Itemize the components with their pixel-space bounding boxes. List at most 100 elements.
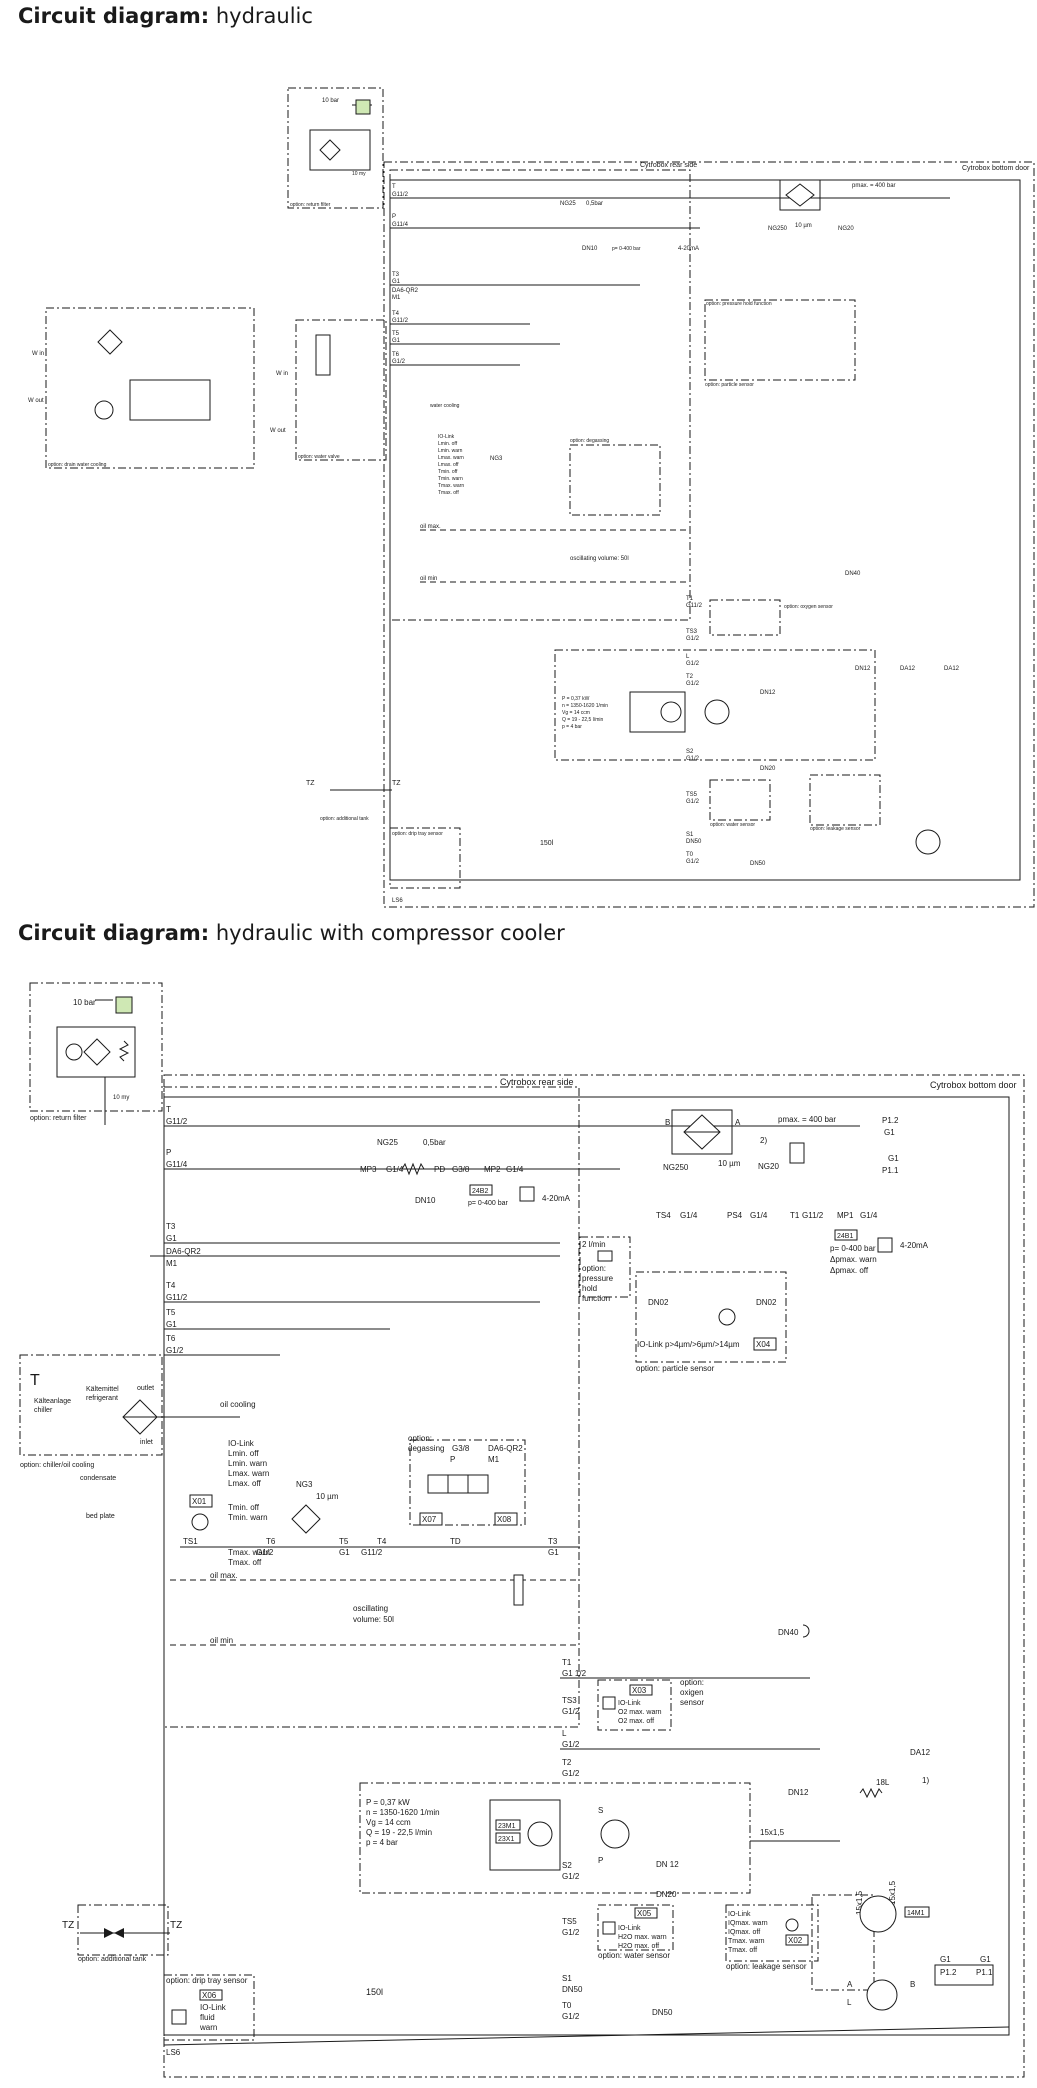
svg-text:150l: 150l: [540, 840, 554, 847]
svg-text:Lmax. off: Lmax. off: [228, 1479, 262, 1488]
main-pump-icon: [915, 829, 941, 855]
directional-valve-icon: [427, 1474, 489, 1494]
svg-text:DN10: DN10: [415, 1196, 436, 1205]
svg-text:T0: T0: [686, 852, 694, 858]
svg-text:option: leakage sensor: option: leakage sensor: [810, 826, 861, 832]
svg-text:G1/2: G1/2: [392, 359, 406, 365]
svg-text:chiller: chiller: [34, 1407, 53, 1414]
svg-text:G3/8: G3/8: [452, 1165, 470, 1174]
filter-icon: [785, 183, 815, 207]
right-ports: T1 G11/2 TS3 G1/2 L G1/2 T2 G1/2 S2 G1/2…: [686, 596, 703, 865]
svg-text:p= 0-400 bar: p= 0-400 bar: [468, 1200, 509, 1207]
oxygen-sensor-icon: [602, 1696, 616, 1710]
svg-text:T3: T3: [392, 272, 400, 278]
svg-text:G1: G1: [888, 1154, 899, 1163]
ng3-label: NG3: [490, 456, 503, 462]
svg-text:G1: G1: [392, 338, 401, 344]
svg-text:option: water sensor: option: water sensor: [710, 822, 755, 828]
sensor-icon: [355, 99, 371, 115]
top-manifold: NG25 0,5bar MP3 G1/4 PD G3/8 MP2 G1/4 DN…: [360, 1138, 878, 1220]
svg-text:PD: PD: [434, 1165, 445, 1174]
svg-text:pressure: pressure: [582, 1274, 614, 1283]
lower-ports: TS1 T6 G1/2 T5 G1 T4 G11/2 T3 G1 TD: [183, 1537, 559, 1557]
svg-text:B: B: [665, 1118, 670, 1127]
svg-text:T5: T5: [392, 331, 400, 337]
check-valve-spring-icon: [401, 1162, 425, 1176]
svg-text:T5: T5: [166, 1308, 176, 1317]
svg-text:10 µm: 10 µm: [316, 1492, 339, 1501]
svg-text:M1: M1: [392, 295, 401, 301]
svg-text:G1: G1: [548, 1548, 559, 1557]
water-sensor-icon: [602, 1921, 616, 1935]
svg-text:T0: T0: [562, 2001, 572, 2010]
svg-text:PS4: PS4: [727, 1211, 743, 1220]
svg-text:n = 1350-1620 1/min: n = 1350-1620 1/min: [562, 703, 608, 709]
pump-icon: [94, 400, 114, 420]
svg-text:4-20mA: 4-20mA: [900, 1241, 929, 1250]
svg-text:DA6-QR2: DA6-QR2: [392, 288, 419, 294]
svg-text:option:: option:: [680, 1678, 704, 1687]
svg-text:G1/2: G1/2: [686, 661, 700, 667]
svg-text:option: drip tray sensor: option: drip tray sensor: [392, 831, 443, 837]
pressure-sensor-icon: [519, 1186, 535, 1202]
svg-text:Lmax. warn: Lmax. warn: [438, 455, 464, 461]
additional-tank-option: TZ TZ option: additional tank: [62, 1904, 182, 1963]
svg-text:Kältemittel: Kältemittel: [86, 1386, 119, 1393]
svg-text:X02: X02: [788, 1936, 803, 1945]
svg-text:10 µm: 10 µm: [718, 1159, 741, 1168]
svg-text:DA6-QR2: DA6-QR2: [166, 1247, 201, 1256]
svg-text:X07: X07: [422, 1515, 437, 1524]
leakage-sensor-box: [809, 774, 881, 826]
svg-text:IO-Link: IO-Link: [618, 1700, 641, 1707]
svg-text:X05: X05: [637, 1909, 652, 1918]
return-filter-caption: option: return filter: [290, 202, 331, 208]
svg-text:option: drip tray sensor: option: drip tray sensor: [166, 1976, 248, 1985]
ng3-filter: NG3 10 µm: [291, 1480, 339, 1534]
svg-text:option: water sensor: option: water sensor: [598, 1951, 670, 1960]
svg-text:DN40: DN40: [778, 1628, 799, 1637]
hydraulic-compressor-cooler-diagram: 10 bar 10 my option: return filter Cytro…: [19, 982, 1025, 2078]
svg-text:Tmin. warn: Tmin. warn: [228, 1513, 268, 1522]
svg-text:warn: warn: [199, 2023, 217, 2032]
relief-valve-icon: [789, 1142, 805, 1164]
svg-text:X04: X04: [756, 1340, 771, 1349]
svg-text:T4: T4: [166, 1281, 176, 1290]
svg-text:1): 1): [922, 1776, 929, 1785]
svg-text:TS1: TS1: [183, 1537, 198, 1546]
particle-counter-icon: [718, 1308, 736, 1326]
svg-text:Q = 19 - 22,5 l/min: Q = 19 - 22,5 l/min: [562, 717, 603, 723]
svg-text:option: particle sensor: option: particle sensor: [636, 1364, 715, 1373]
svg-text:H2O max. warn: H2O max. warn: [618, 1934, 667, 1941]
svg-text:NG20: NG20: [758, 1162, 779, 1171]
svg-text:G1/2: G1/2: [256, 1548, 274, 1557]
svg-text:DA6-QR2: DA6-QR2: [488, 1444, 523, 1453]
svg-text:DN12: DN12: [760, 690, 776, 696]
svg-text:L: L: [562, 1729, 567, 1738]
svg-text:Tmax. warn: Tmax. warn: [228, 1548, 270, 1557]
svg-text:Vg = 14 ccm: Vg = 14 ccm: [562, 710, 590, 716]
motor-pump-group: P = 0,37 kW n = 1350-1620 1/min Vg = 14 …: [359, 1782, 751, 1899]
svg-text:4-20mA: 4-20mA: [678, 246, 699, 252]
cytrobox-rear-label: Cytrobox rear side: [500, 1077, 574, 1087]
svg-text:T: T: [392, 184, 396, 190]
restrictor-spring-icon: [859, 1787, 883, 1799]
svg-text:B: B: [910, 1980, 915, 1989]
svg-text:DA12: DA12: [944, 666, 960, 672]
svg-text:oscillating: oscillating: [353, 1604, 388, 1613]
degassing-option-box: [569, 444, 661, 516]
svg-text:NG3: NG3: [296, 1480, 313, 1489]
svg-text:P: P: [166, 1148, 171, 1157]
svg-text:G1/2: G1/2: [562, 1928, 580, 1937]
svg-text:G1/2: G1/2: [686, 636, 700, 642]
svg-text:Tmax. off: Tmax. off: [228, 1558, 262, 1567]
svg-text:G11/2: G11/2: [361, 1548, 383, 1557]
svg-text:option: oxygen sensor: option: oxygen sensor: [784, 604, 833, 610]
svg-text:Q = 19 - 22,5 l/min: Q = 19 - 22,5 l/min: [366, 1828, 432, 1837]
svg-text:refrigerant: refrigerant: [86, 1395, 118, 1402]
svg-text:p = 4 bar: p = 4 bar: [366, 1838, 398, 1847]
svg-text:G1/4: G1/4: [506, 1165, 524, 1174]
svg-text:15x1,5: 15x1,5: [855, 1890, 864, 1915]
svg-text:p = 4 bar: p = 4 bar: [562, 724, 582, 730]
svg-text:fluid: fluid: [200, 2013, 215, 2022]
svg-text:23M1: 23M1: [498, 1823, 516, 1830]
